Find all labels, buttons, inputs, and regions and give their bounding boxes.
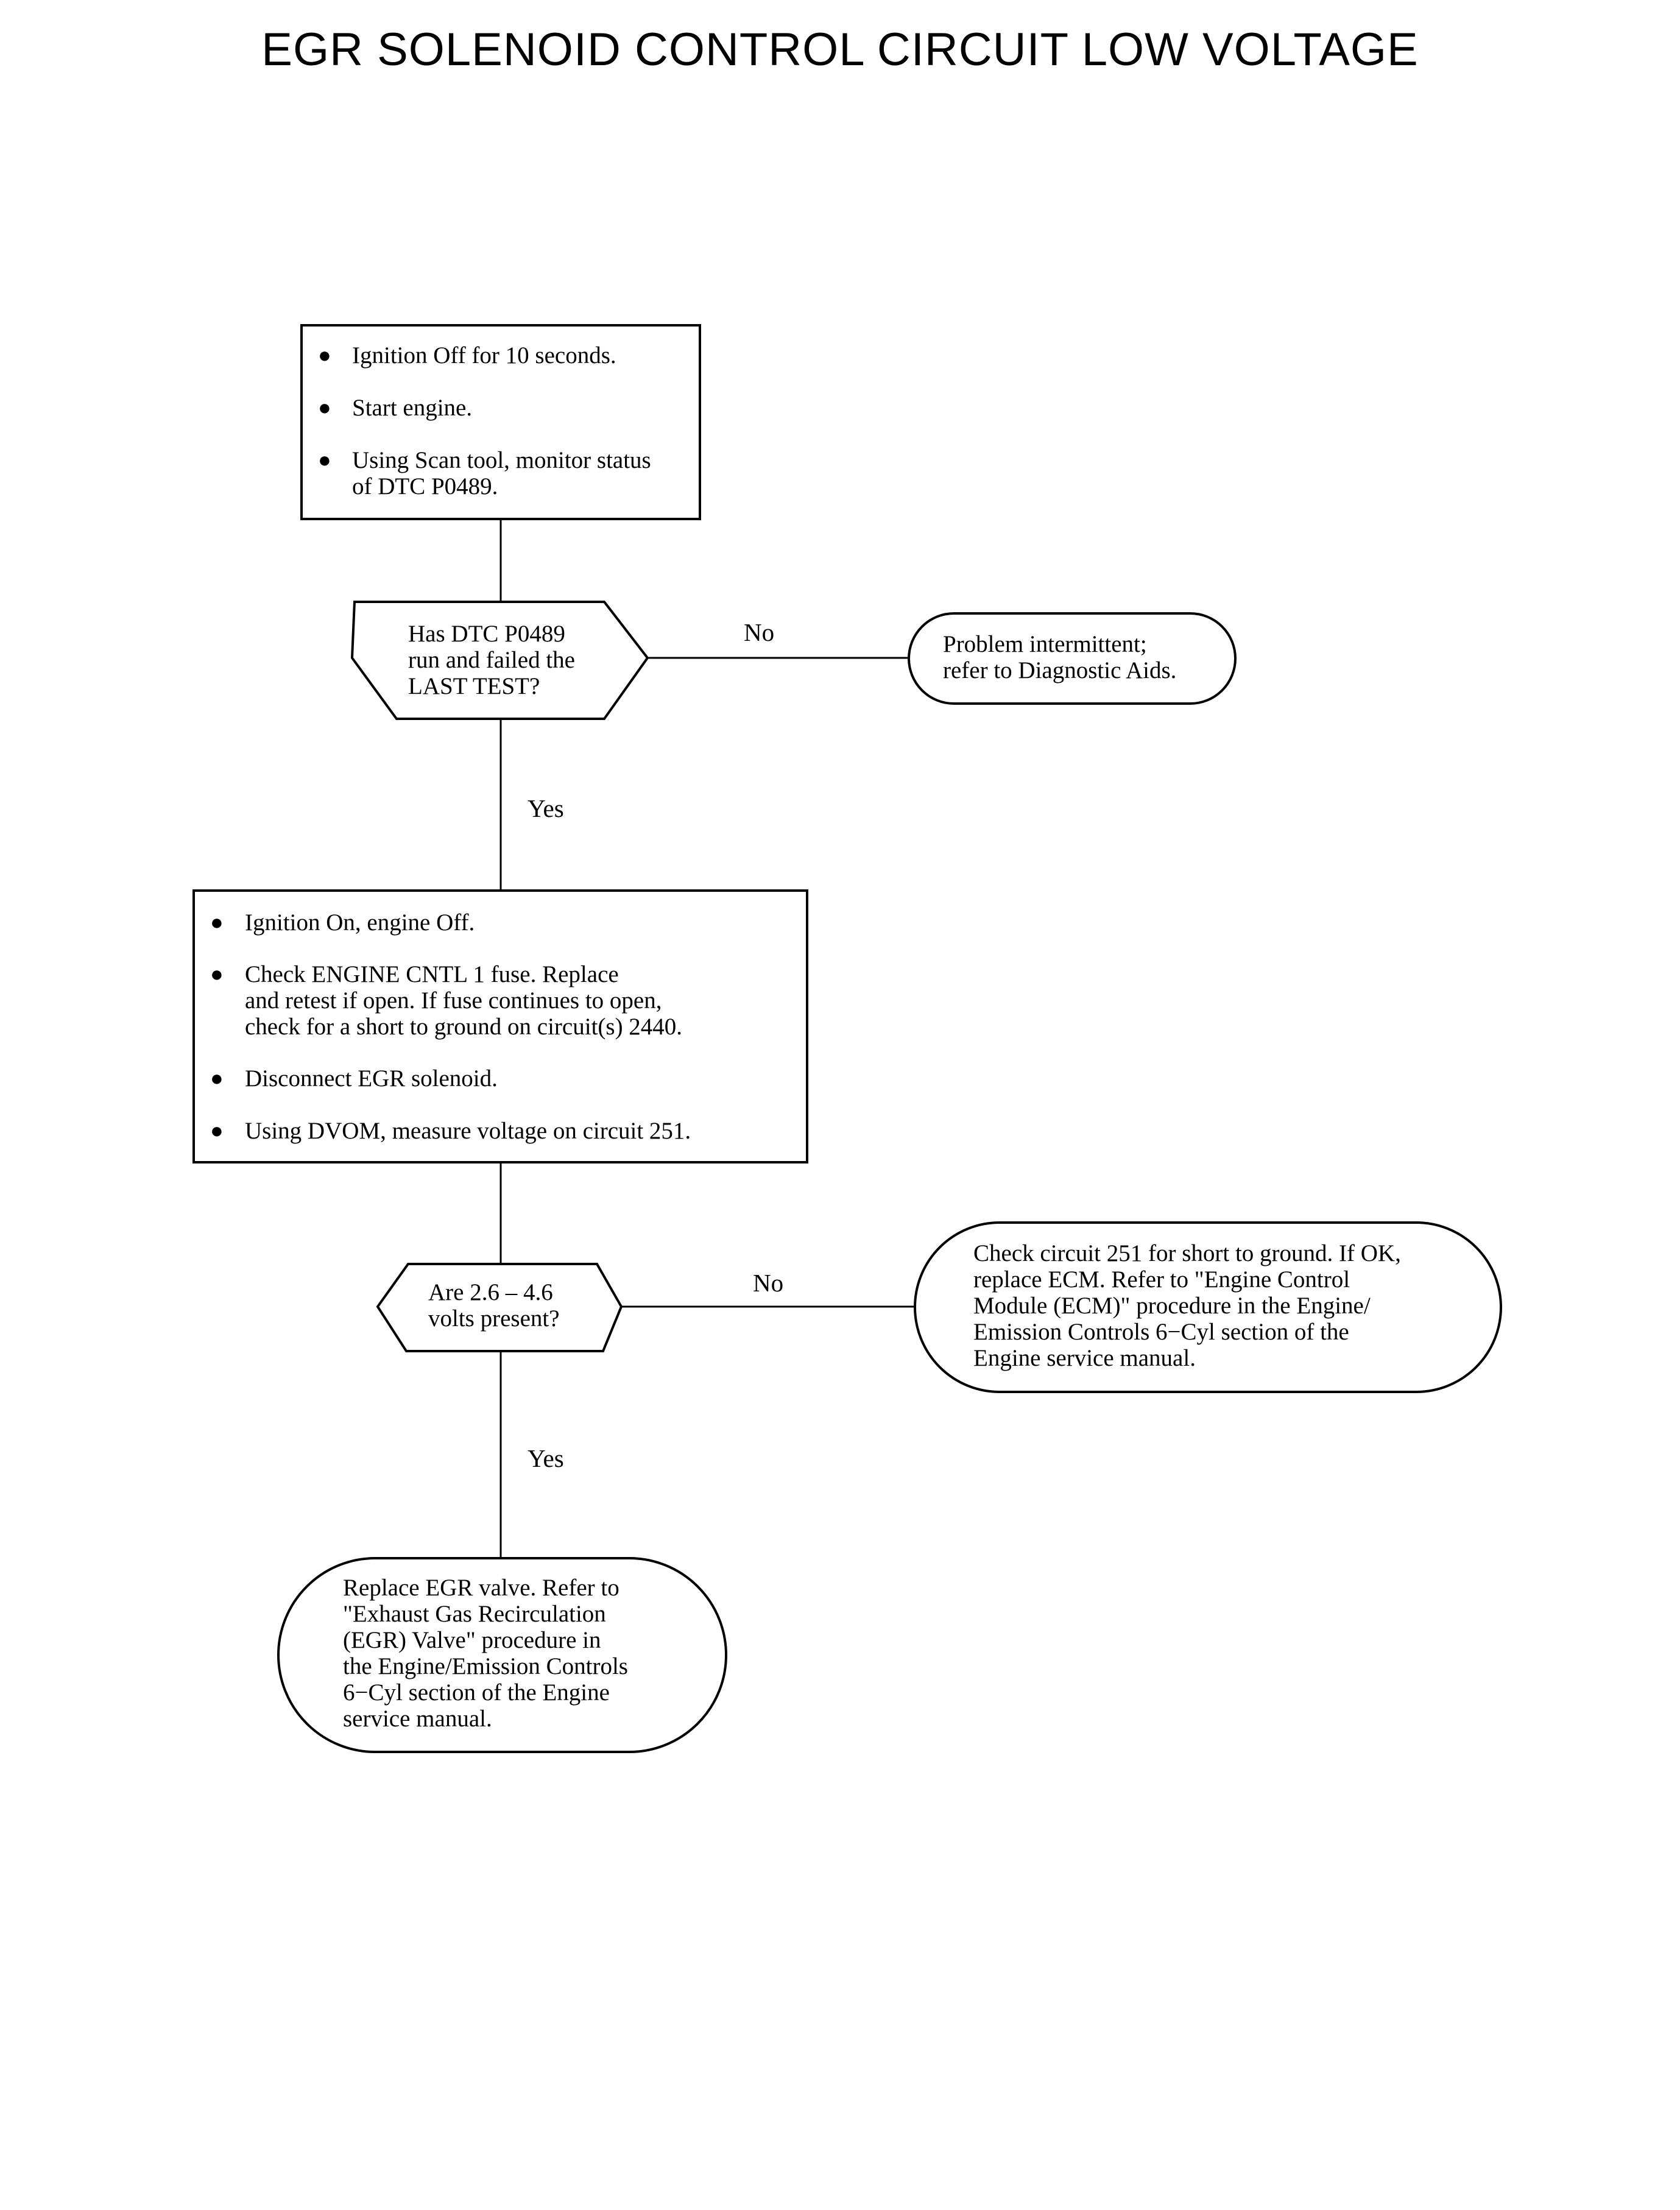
decision1-line-1: Has DTC P0489 [408,621,565,647]
decision1-line-2: run and failed the [408,647,575,673]
decision2-no-label: No [753,1269,784,1297]
decision1-no-label: No [744,618,775,646]
result-egr-line-1: Replace EGR valve. Refer to [343,1575,619,1601]
step1-item-3b: of DTC P0489. [352,473,498,500]
result-ecm-line-2: replace ECM. Refer to "Engine Control [973,1266,1350,1293]
step1-item-1: Ignition Off for 10 seconds. [352,342,616,369]
result-intermittent-terminator [908,612,1237,705]
step2-bullet-3: ● [210,1066,224,1090]
decision2-line-2: volts present? [428,1305,560,1332]
result-egr-line-6: service manual. [343,1706,492,1732]
step2-item-2b: and retest if open. If fuse continues to… [245,987,662,1014]
step1-bullet-2: ● [318,395,331,420]
result-ecm-line-3: Module (ECM)" procedure in the Engine/ [973,1293,1371,1319]
step2-item-3: Disconnect EGR solenoid. [245,1065,498,1092]
step2-bullet-1: ● [210,910,224,934]
result-egr-terminator [277,1557,727,1753]
result-egr-line-4: the Engine/Emission Controls [343,1653,628,1679]
result-intermittent-line-2: refer to Diagnostic Aids. [943,657,1177,683]
result-ecm-line-1: Check circuit 251 for short to ground. I… [973,1240,1401,1266]
result-egr-line-2: "Exhaust Gas Recirculation [343,1601,606,1627]
decision2-line-1: Are 2.6 – 4.6 [428,1279,553,1305]
decision1-hexagon [350,601,649,720]
step1-bullet-3: ● [318,448,331,472]
step2-box [192,889,808,1163]
step2-bullet-2: ● [210,962,224,986]
decision2-yes-label: Yes [528,1444,564,1472]
result-intermittent-line-1: Problem intermittent; [943,631,1147,657]
result-egr-line-3: (EGR) Valve" procedure in [343,1627,601,1653]
step1-item-2: Start engine. [352,395,473,421]
step2-item-2a: Check ENGINE CNTL 1 fuse. Replace [245,961,619,987]
page-title: EGR SOLENOID CONTROL CIRCUIT LOW VOLTAGE [261,24,1419,76]
result-ecm-line-5: Engine service manual. [973,1345,1196,1371]
step1-bullet-1: ● [318,343,331,367]
step2-item-1: Ignition On, engine Off. [245,909,475,936]
decision1-yes-label: Yes [528,794,564,822]
result-egr-line-5: 6−Cyl section of the Engine [343,1679,610,1706]
decision1-line-3: LAST TEST? [408,673,540,699]
result-ecm-line-4: Emission Controls 6−Cyl section of the [973,1319,1349,1345]
step2-item-2c: check for a short to ground on circuit(s… [245,1014,683,1040]
result-ecm-terminator [914,1221,1502,1393]
step2-bullet-4: ● [210,1118,224,1143]
step1-item-3a: Using Scan tool, monitor status [352,447,651,473]
step2-item-4: Using DVOM, measure voltage on circuit 2… [245,1118,691,1144]
step1-box [300,324,701,520]
decision2-hexagon [376,1263,623,1352]
